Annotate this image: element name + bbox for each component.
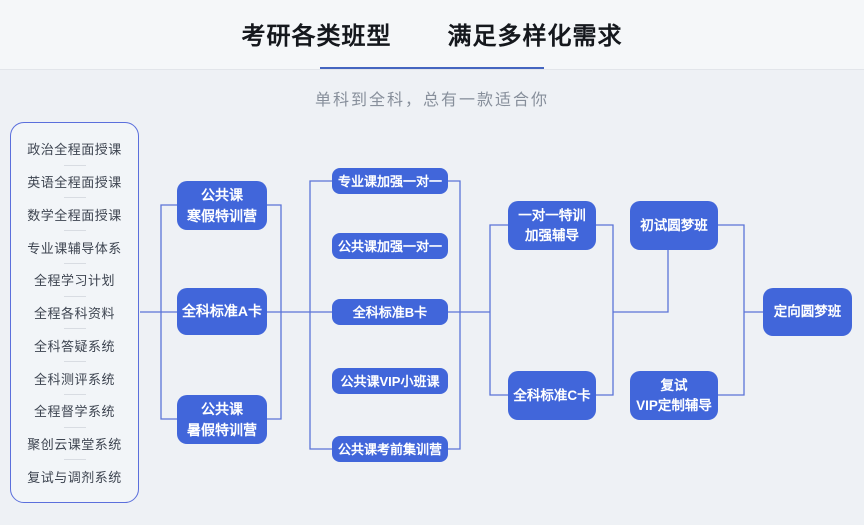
box-public-winter-camp: 公共课 寒假特训营 [177, 181, 267, 230]
divider [63, 262, 86, 264]
service-item-english: 英语全程面授课 [27, 175, 122, 191]
box-targeted-dream-class: 定向圆梦班 [763, 288, 852, 336]
box-standard-card-b: 全科标准B卡 [332, 299, 448, 325]
service-item-cloud-classroom: 聚创云课堂系统 [27, 436, 122, 452]
box-major-course-1v1: 专业课加强一对一 [332, 168, 448, 194]
wire-col4-right-bracket [718, 224, 745, 396]
box-retest-vip-tutoring: 复试 VIP定制辅导 [630, 371, 718, 420]
page-title-right: 满足多样化需求 [447, 23, 623, 50]
wire-col2-left-bracket [309, 180, 332, 450]
box-standard-card-a: 全科标准A卡 [177, 288, 267, 335]
box-standard-card-c: 全科标准C卡 [508, 371, 596, 420]
wire-col2-right-bracket [448, 180, 461, 450]
divider [63, 328, 86, 330]
box-public-course-1v1: 公共课加强一对一 [332, 233, 448, 259]
service-item-assessment: 全科测评系统 [33, 371, 115, 387]
divider [63, 197, 86, 199]
service-item-materials: 全程各科资料 [33, 306, 115, 322]
divider [63, 230, 86, 232]
wire-col3-left-bracket [489, 224, 508, 396]
divider [63, 459, 86, 461]
section-header: 考研各类班型 满足多样化需求 [0, 0, 864, 70]
page-title-left: 考研各类班型 [241, 23, 392, 50]
wire-col3-right-bracket [596, 224, 614, 396]
service-item-major-tutoring: 专业课辅导体系 [27, 240, 122, 256]
service-item-study-plan: 全程学习计划 [33, 273, 115, 289]
title-accent-underline [320, 67, 544, 69]
service-item-qa-system: 全科答疑系统 [33, 338, 115, 354]
box-public-pre-exam-camp: 公共课考前集训营 [332, 436, 448, 462]
page-subtitle: 单科到全科，总有一款适合你 [314, 92, 549, 109]
divider [63, 426, 86, 428]
box-first-exam-dream-class: 初试圆梦班 [630, 201, 718, 250]
box-1v1-special-training: 一对一特训 加强辅导 [508, 201, 596, 250]
box-public-summer-camp: 公共课 暑假特训营 [177, 395, 267, 444]
wire-col1-left-bracket [160, 204, 177, 420]
divider [63, 361, 86, 363]
divider [63, 393, 86, 395]
service-item-politics: 政治全程面授课 [27, 142, 122, 158]
service-item-math: 数学全程面授课 [27, 207, 122, 223]
divider [63, 295, 86, 297]
wire-col3-to-col4 [613, 250, 669, 313]
page-title: 考研各类班型 满足多样化需求 [0, 16, 864, 51]
service-item-retest-adjustment: 复试与调剂系统 [27, 469, 122, 485]
service-item-supervision: 全程督学系统 [33, 404, 115, 420]
service-list-panel: 政治全程面授课 英语全程面授课 数学全程面授课 专业课辅导体系 全程学习计划 全… [10, 122, 139, 503]
divider [63, 164, 86, 166]
box-public-vip-class: 公共课VIP小班课 [332, 368, 448, 394]
